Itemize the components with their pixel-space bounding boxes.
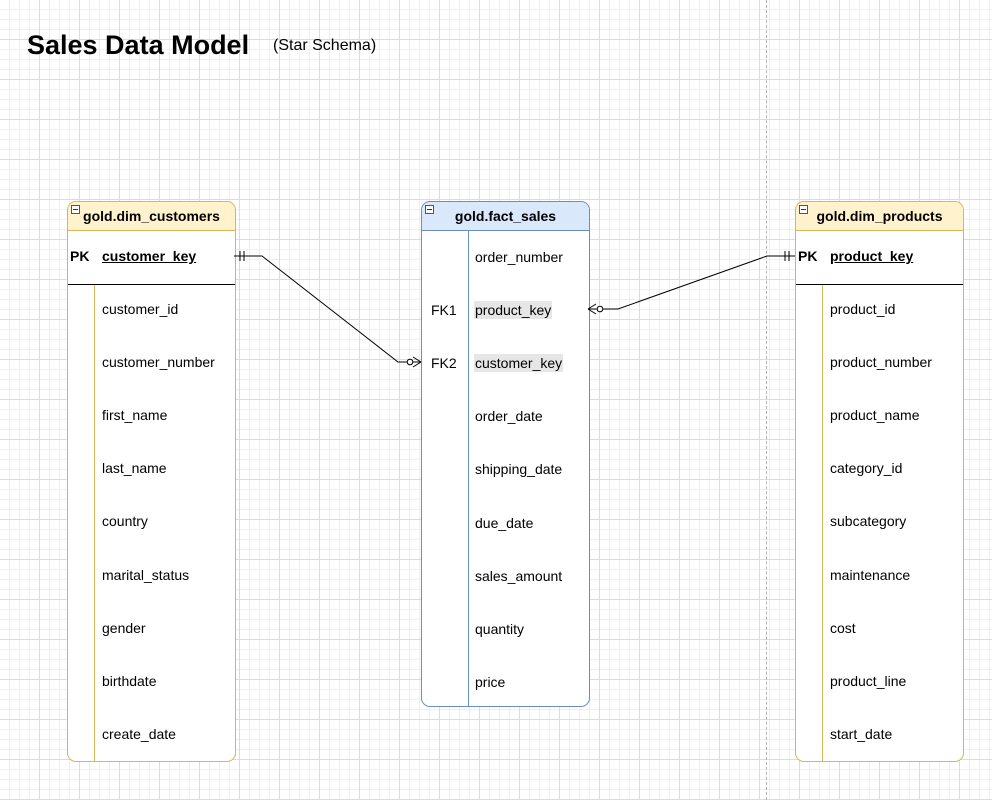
field-maintenance[interactable]: maintenance — [830, 566, 911, 583]
pk-row[interactable]: PK customer_key — [68, 231, 235, 285]
pk-label: PK — [70, 248, 90, 264]
crows-foot-mark — [412, 356, 422, 363]
field-customer-key[interactable]: customer_key — [474, 354, 564, 373]
entity-header[interactable]: gold.dim_customers — [68, 202, 235, 231]
field-product-key[interactable]: product_key — [474, 301, 553, 320]
field-order-date[interactable]: order_date — [475, 408, 543, 425]
entity-dim-products[interactable]: gold.dim_products PK product_key product… — [795, 201, 964, 762]
pk-label: PK — [798, 248, 818, 264]
field-cost[interactable]: cost — [830, 619, 856, 636]
collapse-icon[interactable] — [71, 205, 80, 214]
field-product-number[interactable]: product_number — [830, 354, 932, 371]
pk-field: customer_key — [102, 248, 197, 264]
crows-foot-mark — [587, 308, 597, 315]
field-category-id[interactable]: category_id — [830, 460, 903, 477]
field-price[interactable]: price — [475, 673, 506, 690]
field-country[interactable]: country — [102, 513, 148, 530]
collapse-icon[interactable] — [799, 205, 808, 214]
column-divider — [94, 285, 95, 761]
fk-label: FK1 — [431, 302, 457, 319]
relationship-products-fact[interactable] — [587, 251, 795, 315]
field-customer-number[interactable]: customer_number — [102, 354, 215, 371]
entity-header[interactable]: gold.fact_sales — [422, 202, 589, 231]
collapse-icon[interactable] — [425, 205, 434, 214]
field-marital-status[interactable]: marital_status — [102, 566, 190, 583]
field-gender[interactable]: gender — [102, 619, 146, 636]
diagram-title: Sales Data Model — [27, 30, 250, 60]
relationship-customers-fact[interactable] — [234, 251, 422, 368]
pk-row[interactable]: PK product_key — [796, 231, 963, 285]
field-first-name[interactable]: first_name — [102, 407, 168, 424]
field-subcategory[interactable]: subcategory — [830, 513, 907, 530]
field-start-date[interactable]: start_date — [830, 725, 893, 742]
pk-field: product_key — [830, 248, 914, 264]
field-shipping-date[interactable]: shipping_date — [475, 461, 563, 478]
entity-header[interactable]: gold.dim_products — [796, 202, 963, 231]
field-product-line[interactable]: product_line — [830, 672, 907, 689]
entity-name: gold.fact_sales — [454, 208, 557, 224]
field-due-date[interactable]: due_date — [475, 514, 534, 531]
field-customer-id[interactable]: customer_id — [102, 301, 179, 317]
field-product-id[interactable]: product_id — [830, 301, 896, 317]
field-quantity[interactable]: quantity — [475, 620, 525, 637]
field-order-number[interactable]: order_number — [475, 249, 563, 265]
field-product-name[interactable]: product_name — [830, 407, 920, 424]
crows-foot-mark — [412, 361, 422, 368]
page-break-line — [766, 0, 767, 800]
zero-optional-mark — [406, 358, 414, 366]
zero-optional-mark — [596, 305, 604, 313]
field-create-date[interactable]: create_date — [102, 725, 176, 742]
field-sales-amount[interactable]: sales_amount — [475, 567, 563, 584]
field-birthdate[interactable]: birthdate — [102, 672, 157, 689]
entity-name: gold.dim_products — [816, 208, 943, 224]
diagram-subtitle: (Star Schema) — [273, 37, 377, 54]
fk-label: FK2 — [431, 355, 457, 372]
column-divider — [468, 231, 469, 706]
column-divider — [822, 285, 823, 761]
crows-foot-mark — [587, 303, 597, 310]
entity-dim-customers[interactable]: gold.dim_customers PK customer_key custo… — [67, 201, 236, 762]
entity-name: gold.dim_customers — [83, 208, 220, 224]
field-last-name[interactable]: last_name — [102, 460, 167, 477]
